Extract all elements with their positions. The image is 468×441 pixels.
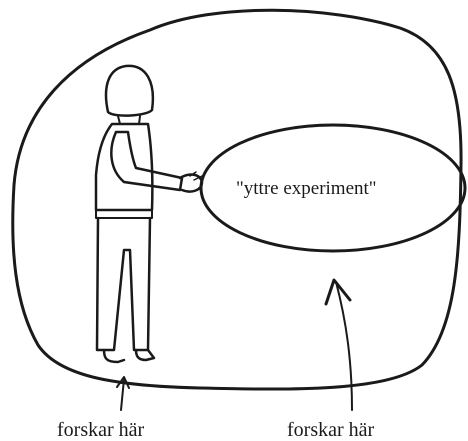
figure-legs <box>97 218 150 350</box>
inner-ellipse-label: "yttre experiment" <box>236 178 377 199</box>
bottom-label-right: forskar här <box>287 419 375 441</box>
outer-boundary <box>13 10 461 389</box>
figure-torso <box>96 124 152 210</box>
figure-head <box>106 66 153 116</box>
bottom-label-left: forskar här <box>57 419 145 441</box>
figure-arm <box>111 132 182 190</box>
researcher-figure <box>96 66 202 362</box>
figure-feet <box>104 350 154 362</box>
right-arrow <box>326 280 352 410</box>
